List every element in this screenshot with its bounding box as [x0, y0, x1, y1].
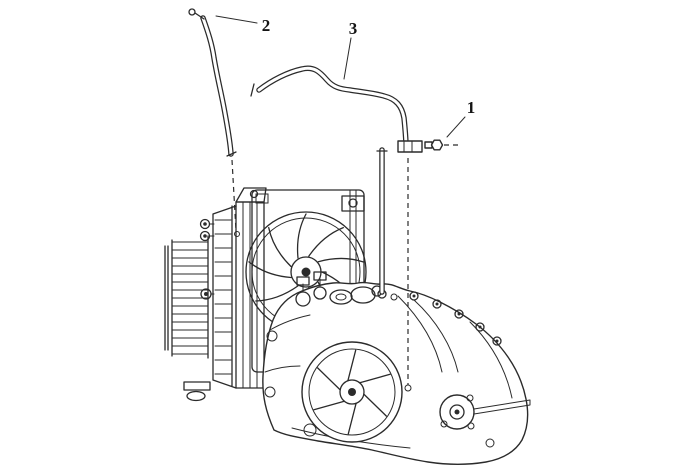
callout-2-leader-line [215, 15, 258, 24]
converter-hub-center [348, 388, 356, 396]
converter-spokes [313, 349, 391, 435]
fan-hub-center [301, 267, 311, 277]
callout-3: 3 [343, 19, 358, 80]
port-bolt [466, 394, 474, 402]
callout-1: 1 [446, 98, 476, 138]
quick-connect-detail [403, 140, 413, 153]
upper-pipe-collar [226, 151, 237, 157]
upper-pipe-end-fitting [188, 8, 196, 16]
case-bolt-bosses [409, 291, 502, 346]
output-shaft-port [439, 394, 531, 430]
radiator-upper-fitting-center [203, 222, 207, 226]
fan-motor-cap [348, 198, 358, 208]
lower-pipe-outer [256, 65, 409, 149]
callout-1-leader-line [446, 116, 466, 138]
upper-dash-end [234, 231, 240, 237]
transaxle-assembly [262, 271, 531, 465]
bolt-boss-center [495, 339, 499, 343]
radiator-lower-fitting-center [204, 292, 208, 296]
torque-converter-cover [301, 341, 403, 443]
radiator [183, 187, 267, 402]
case-details [264, 289, 495, 448]
fan-mount-tab [255, 193, 269, 204]
bolt-boss-center [435, 302, 439, 306]
lower-pipe-inner [257, 66, 408, 148]
case-detail-circle [485, 438, 495, 448]
pump-boss-inner [335, 293, 347, 301]
converter-ring-inner [308, 348, 396, 436]
radiator-foot-pad [186, 390, 206, 402]
upper-pipe-alignment-dash [231, 159, 237, 232]
transmission-oil-cooler [164, 235, 209, 359]
bolt-boss [492, 336, 502, 346]
radiator-frame [212, 205, 237, 389]
cooler-port-small [390, 293, 398, 301]
axle-shaft [473, 399, 531, 415]
valve-body-caps [295, 271, 383, 307]
bolt-boss-center [412, 294, 416, 298]
callout-2: 2 [215, 15, 271, 35]
bolt-boss-center [478, 325, 482, 329]
radiator-foot-bracket [183, 381, 211, 391]
case-detail-circle [266, 330, 278, 342]
callout-2-label: 2 [262, 16, 271, 35]
fan-motor-box [341, 195, 365, 212]
callout-3-leader-line [343, 37, 352, 80]
converter-hub [339, 379, 365, 405]
case-detail-circle [303, 423, 317, 437]
bolt-boss [475, 322, 485, 332]
cap-top [313, 271, 327, 281]
callout-3-label: 3 [349, 19, 358, 38]
radiator-fins [214, 219, 232, 375]
output-port-inner [449, 404, 465, 420]
bolt-boss [454, 309, 464, 319]
bolt-boss [409, 291, 419, 301]
bolt-head-hex [430, 139, 444, 151]
cap-top [296, 276, 310, 286]
upper-cooler-pipe [188, 8, 237, 157]
radiator-foot [183, 381, 211, 402]
pipe-fitting-bolt [424, 139, 444, 151]
port-bolt [467, 422, 475, 430]
fitting-stubs [209, 223, 215, 295]
bolt-boss-center [457, 312, 461, 316]
lower-pipe-flange [250, 83, 255, 97]
lower-dash-end [404, 384, 412, 392]
quick-connect-fitting [397, 140, 423, 153]
upper-pipe-inner [201, 16, 233, 156]
lower-cooler-pipe [250, 65, 423, 295]
upper-pipe-outer [200, 15, 234, 157]
bolt-boss [432, 299, 442, 309]
upper-pipe-neck [194, 12, 205, 20]
callout-1-label: 1 [467, 98, 476, 117]
radiator-fittings [199, 218, 215, 300]
oil-cooler-fins [171, 241, 209, 355]
port-bolt [440, 420, 448, 428]
alignment-dashes [231, 144, 458, 392]
output-port-center [454, 409, 460, 415]
radiator-middle-fitting-center [203, 234, 207, 238]
case-detail-circle [264, 386, 276, 398]
